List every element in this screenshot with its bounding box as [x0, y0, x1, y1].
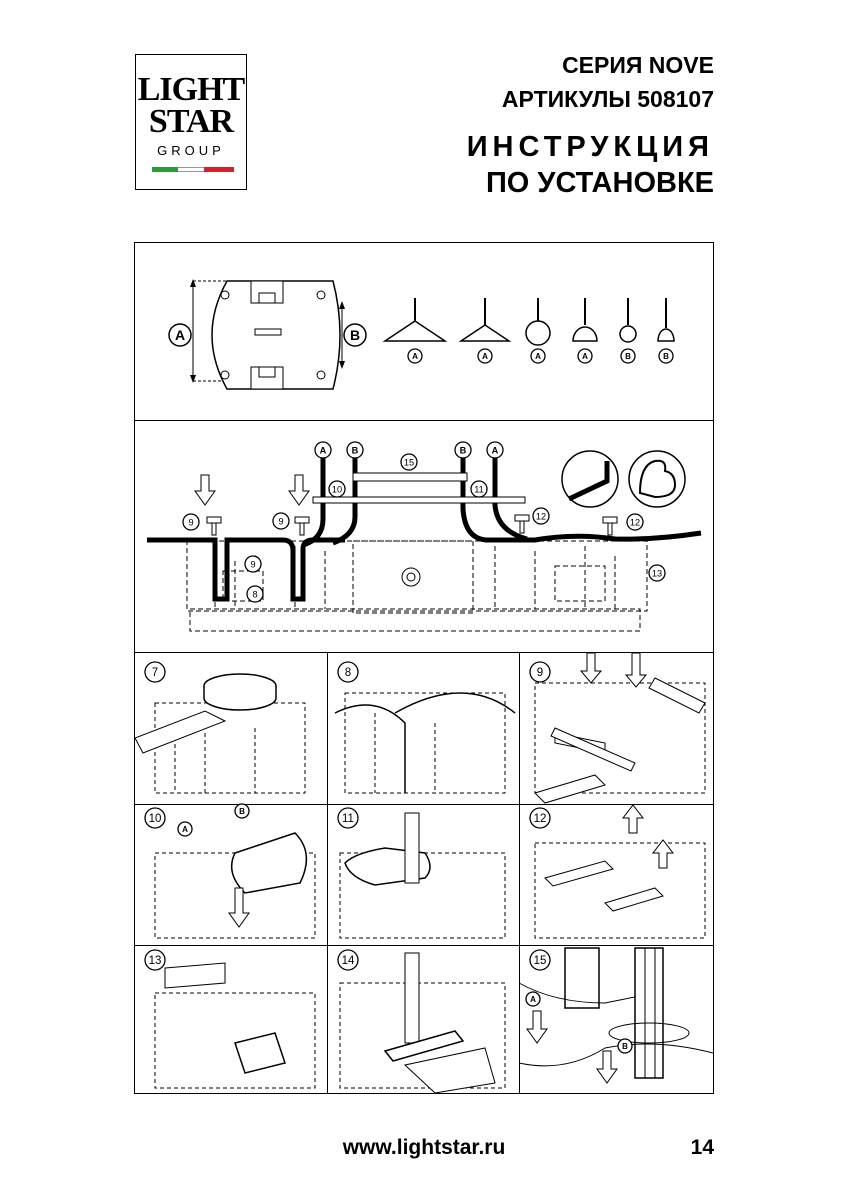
svg-text:8: 8 — [252, 589, 257, 599]
dim-a-marker — [168, 323, 192, 347]
series-heading: СЕРИЯ NOVE — [562, 52, 714, 78]
svg-text:9: 9 — [537, 667, 543, 679]
dim-a-label: A — [175, 327, 185, 343]
part-number-15: 15 — [400, 453, 418, 471]
svg-text:B: B — [239, 807, 245, 816]
footer-website[interactable]: www.lightstar.ru — [342, 1136, 506, 1159]
articles-heading: АРТИКУЛЫ 508107 — [501, 86, 714, 112]
overview-panel: A B — [135, 279, 713, 421]
step10-label-b: B — [234, 803, 250, 819]
svg-text:A: A — [182, 825, 188, 834]
svg-text:9: 9 — [250, 559, 255, 569]
title-line-1: ИНСТРУКЦИЯ — [466, 131, 714, 163]
wire-label-2: B — [346, 441, 364, 459]
logo-text-light: LIGHT — [137, 71, 245, 108]
assembly-panel: A B B A 15 10 11 9 9 12 12 9 8 13 — [135, 441, 713, 653]
svg-text:13: 13 — [652, 568, 662, 578]
svg-text:B: B — [622, 1042, 628, 1051]
step-number-10: 10 — [144, 807, 166, 829]
dim-b-label: B — [350, 327, 360, 343]
logo-flag-white — [178, 167, 204, 172]
svg-text:9: 9 — [188, 517, 193, 527]
part-number-11: 11 — [470, 480, 488, 498]
svg-text:A: A — [320, 445, 327, 455]
dim-b-marker — [343, 323, 367, 347]
page-number: 14 — [690, 1136, 714, 1159]
logo-text-group: GROUP — [157, 143, 225, 158]
step-number-8: 8 — [337, 661, 359, 683]
step-number-14: 14 — [337, 949, 359, 971]
shade-sphere-large — [525, 298, 551, 346]
step-number-15: 15 — [529, 949, 551, 971]
svg-text:A: A — [530, 995, 536, 1004]
brand-logo: LIGHT STAR GROUP — [135, 54, 247, 190]
part-number-9: 9 — [182, 513, 200, 531]
part-number-8: 8 — [246, 585, 264, 603]
logo-text-star: STAR — [148, 103, 234, 140]
part-number-12: 12 — [626, 513, 644, 531]
svg-text:13: 13 — [149, 955, 162, 967]
svg-text:12: 12 — [630, 517, 640, 527]
wire-label-4: A — [486, 441, 504, 459]
step-number-9: 9 — [529, 661, 551, 683]
part-number-9: 9 — [272, 512, 290, 530]
title-line-2: ПО УСТАНОВКЕ — [485, 167, 714, 199]
shade-sphere-small — [619, 298, 637, 343]
svg-text:B: B — [663, 352, 669, 361]
svg-text:15: 15 — [534, 955, 547, 967]
svg-text:A: A — [582, 352, 588, 361]
svg-text:8: 8 — [345, 667, 351, 679]
wire-label-1: A — [314, 441, 332, 459]
svg-text:10: 10 — [332, 484, 342, 494]
instruction-frame: A B — [134, 242, 714, 1094]
svg-text:7: 7 — [152, 667, 158, 679]
svg-text:A: A — [535, 352, 541, 361]
shade-label-4: A — [577, 348, 593, 364]
svg-text:11: 11 — [342, 813, 354, 825]
shade-label-6: B — [658, 348, 674, 364]
svg-text:9: 9 — [278, 516, 283, 526]
svg-text:14: 14 — [342, 955, 355, 967]
shade-dome-small — [657, 298, 675, 342]
svg-text:A: A — [482, 352, 488, 361]
svg-text:B: B — [625, 352, 631, 361]
svg-text:B: B — [352, 445, 359, 455]
part-number-13: 13 — [648, 564, 666, 582]
step-number-13: 13 — [144, 949, 166, 971]
svg-text:15: 15 — [404, 457, 414, 467]
svg-text:12: 12 — [534, 813, 547, 825]
step-number-12: 12 — [529, 807, 551, 829]
step-number-11: 11 — [337, 807, 359, 829]
shade-dome-large — [572, 298, 598, 342]
step15-label-a: A — [525, 991, 541, 1007]
svg-text:11: 11 — [474, 484, 484, 494]
wire-label-3: B — [454, 441, 472, 459]
shade-cone-medium — [458, 298, 512, 342]
svg-text:A: A — [492, 445, 499, 455]
step-number-7: 7 — [144, 661, 166, 683]
shade-label-5: B — [620, 348, 636, 364]
part-number-9: 9 — [244, 555, 262, 573]
shade-cone-large — [382, 298, 448, 342]
shade-label-3: A — [530, 348, 546, 364]
step15-label-b: B — [617, 1038, 633, 1054]
shade-label-1: A — [407, 348, 423, 364]
part-number-12: 12 — [532, 507, 550, 525]
svg-text:10: 10 — [149, 813, 162, 825]
logo-flag-red — [204, 167, 234, 172]
part-number-10: 10 — [328, 480, 346, 498]
svg-text:B: B — [460, 445, 467, 455]
svg-text:12: 12 — [536, 511, 546, 521]
svg-text:A: A — [412, 352, 418, 361]
step10-label-a: A — [177, 821, 193, 837]
shade-label-2: A — [477, 348, 493, 364]
logo-flag-green — [152, 167, 178, 172]
